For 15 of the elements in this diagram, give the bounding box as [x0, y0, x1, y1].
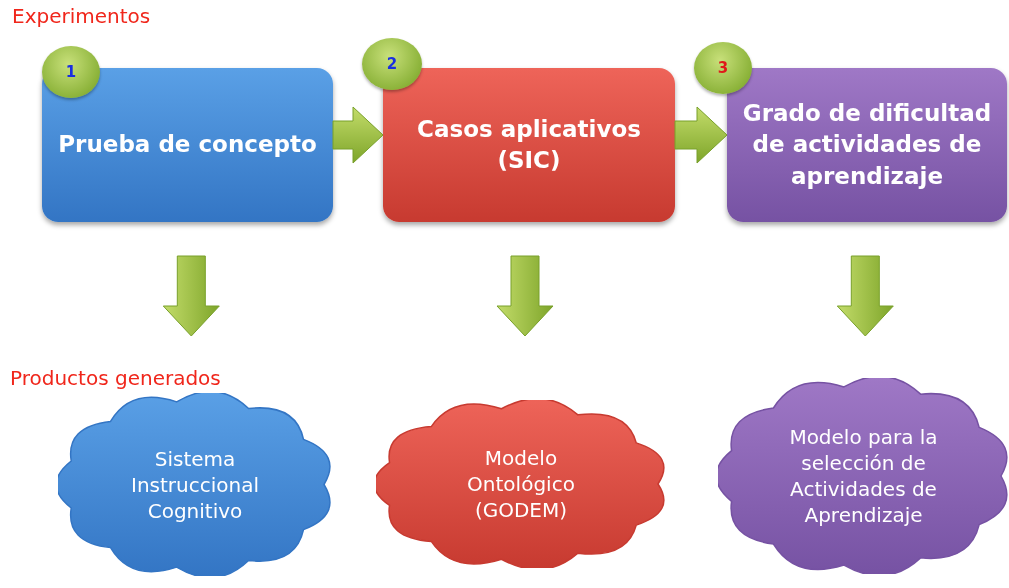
step-number-circle: 2 [362, 38, 422, 90]
block-arrow [332, 106, 384, 164]
section-label: Experimentos [12, 4, 151, 28]
product-cloud: Modelo para la selección de Actividades de Aprendizaje [718, 378, 1009, 574]
section-label: Productos generados [10, 366, 221, 390]
step-number-circle: 3 [694, 42, 752, 94]
block-arrow [162, 255, 220, 337]
product-cloud: Modelo Ontológico (GODEM) [376, 400, 666, 568]
block-arrow [496, 255, 554, 337]
block-arrow [836, 255, 894, 337]
process-box: Casos aplicativos (SIC) [383, 68, 675, 222]
product-cloud: Sistema Instruccional Cognitivo [58, 393, 332, 576]
block-arrow [674, 106, 728, 164]
step-number-circle: 1 [42, 46, 100, 98]
process-box: Grado de dificultad de actividades de aprendizaje [727, 68, 1007, 222]
